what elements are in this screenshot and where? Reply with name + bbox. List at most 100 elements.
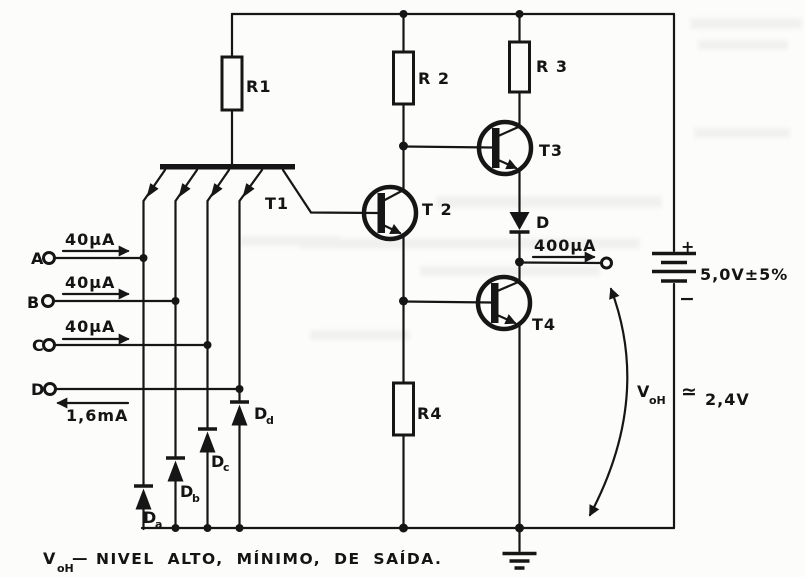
t4-collector	[493, 280, 521, 294]
clamp-diode-db: D b	[166, 456, 200, 530]
bottom-ground-rail	[140, 523, 676, 533]
caption-dash: —	[72, 549, 89, 567]
t3-circle	[476, 119, 534, 177]
battery-voltage-label: 5,0V±5%	[700, 265, 788, 284]
t3-emitter	[494, 157, 518, 170]
t3-collector	[494, 125, 521, 139]
battery-minus-sign: −	[679, 288, 696, 310]
voh-measure-arrow	[588, 287, 629, 517]
junction-dot	[203, 341, 212, 349]
input-c-label: C	[32, 336, 45, 355]
input-b-terminal	[41, 294, 55, 308]
caption-text: NIVEL ALTO, MÍNIMO, DE SAÍDA.	[96, 549, 442, 568]
clamp-diode-dd: D d	[230, 400, 274, 530]
da-anode-triangle	[135, 488, 152, 510]
input-d-terminal	[43, 382, 57, 396]
input-a-current-label: 40µA	[65, 230, 115, 249]
top-supply-rail	[230, 10, 676, 18]
r1-label: R1	[246, 77, 271, 96]
junction-dot	[139, 254, 148, 262]
t4-emitter	[493, 312, 517, 325]
dc-label-sub: c	[223, 461, 230, 474]
bleedthrough-smudge	[300, 238, 640, 249]
resistor-r3: R 3	[508, 12, 568, 129]
t1-collector-wire	[281, 168, 379, 215]
input-c-current-label: 40µA	[65, 317, 115, 336]
transistor-t2: T 2	[361, 141, 452, 306]
t1-emitter-4-wire	[238, 168, 264, 403]
input-d-label: D	[31, 380, 45, 399]
transistor-t4: T4	[402, 260, 555, 530]
t2-base-bar	[377, 193, 385, 233]
dd-label-sub: d	[266, 414, 274, 427]
clamp-diode-dc: D c	[198, 427, 230, 530]
d-label: D	[536, 213, 550, 232]
t1-emitter-arrowhead	[210, 183, 223, 198]
t1-emitter-arrowhead	[146, 183, 159, 198]
r4-label: R4	[417, 404, 442, 423]
t3-label: T3	[539, 141, 563, 160]
resistor-r4: R4	[392, 299, 442, 530]
junction-dot	[235, 385, 244, 393]
input-b: B 40µA	[27, 273, 180, 312]
input-c-terminal	[42, 338, 56, 352]
clamp-diode-da: D a	[134, 484, 162, 531]
output-node: 400µA	[515, 236, 613, 270]
r1-body	[220, 55, 244, 112]
transistor-t1-multi-emitter: T1	[142, 164, 379, 488]
t1-label: T1	[265, 194, 289, 213]
t3-base-bar	[492, 128, 500, 168]
t1-emitter-2-wire	[174, 168, 199, 459]
input-a-label: A	[31, 249, 44, 268]
battery: + − 5,0V±5%	[652, 12, 788, 530]
caption-symbol-sub: oH	[57, 562, 74, 575]
voh-symbol-sub: oH	[649, 394, 666, 407]
db-label: D	[180, 482, 194, 501]
ground-symbol	[502, 526, 537, 570]
r3-body	[508, 40, 531, 94]
voh-annotation: V oH ≃ 2,4V	[588, 287, 750, 517]
resistor-r2: R 2	[392, 12, 449, 148]
r2-body	[392, 50, 415, 106]
t2-circle	[361, 184, 419, 242]
dd-anode-triangle	[231, 404, 248, 426]
figure-caption: V oH — NIVEL ALTO, MÍNIMO, DE SAÍDA.	[43, 549, 442, 575]
bleedthrough-smudge	[436, 196, 662, 208]
input-b-label: B	[27, 293, 40, 312]
t4-base-bar	[491, 283, 499, 323]
bleedthrough-smudge	[240, 236, 340, 246]
db-anode-triangle	[167, 460, 184, 482]
t2-collector	[379, 188, 405, 204]
bleedthrough-smudge	[690, 18, 802, 29]
dc-label: D	[211, 452, 225, 471]
input-a: A 40µA	[31, 230, 148, 268]
t4-circle	[475, 274, 533, 332]
bleedthrough-smudge	[694, 128, 790, 138]
t1-base-bar	[160, 164, 295, 170]
dd-label: D	[254, 404, 268, 423]
t1-emitter-1-wire	[142, 168, 167, 488]
diode-d: D	[509, 212, 550, 264]
db-label-sub: b	[192, 492, 200, 505]
da-label-sub: a	[155, 518, 162, 531]
da-label: D	[143, 508, 157, 527]
bleedthrough-smudge	[698, 40, 788, 50]
input-d-current-label: 1,6mA	[66, 406, 128, 425]
bleedthrough-smudge	[310, 330, 410, 340]
caption-symbol: V	[43, 549, 56, 568]
t1-emitter-arrowhead	[242, 183, 255, 198]
input-a-terminal	[42, 251, 56, 265]
r4-body	[392, 381, 415, 437]
junction-dot	[171, 297, 180, 305]
bleedthrough-smudges	[240, 18, 802, 340]
r3-label: R 3	[536, 57, 568, 76]
output-wire	[518, 261, 603, 265]
t1-emitter-3-wire	[206, 168, 231, 430]
input-c: C 40µA	[32, 317, 212, 355]
resistor-r1: R1	[220, 12, 271, 167]
battery-plus-sign: +	[681, 237, 695, 256]
bleedthrough-smudge	[420, 266, 600, 276]
voh-value: 2,4V	[705, 390, 750, 409]
